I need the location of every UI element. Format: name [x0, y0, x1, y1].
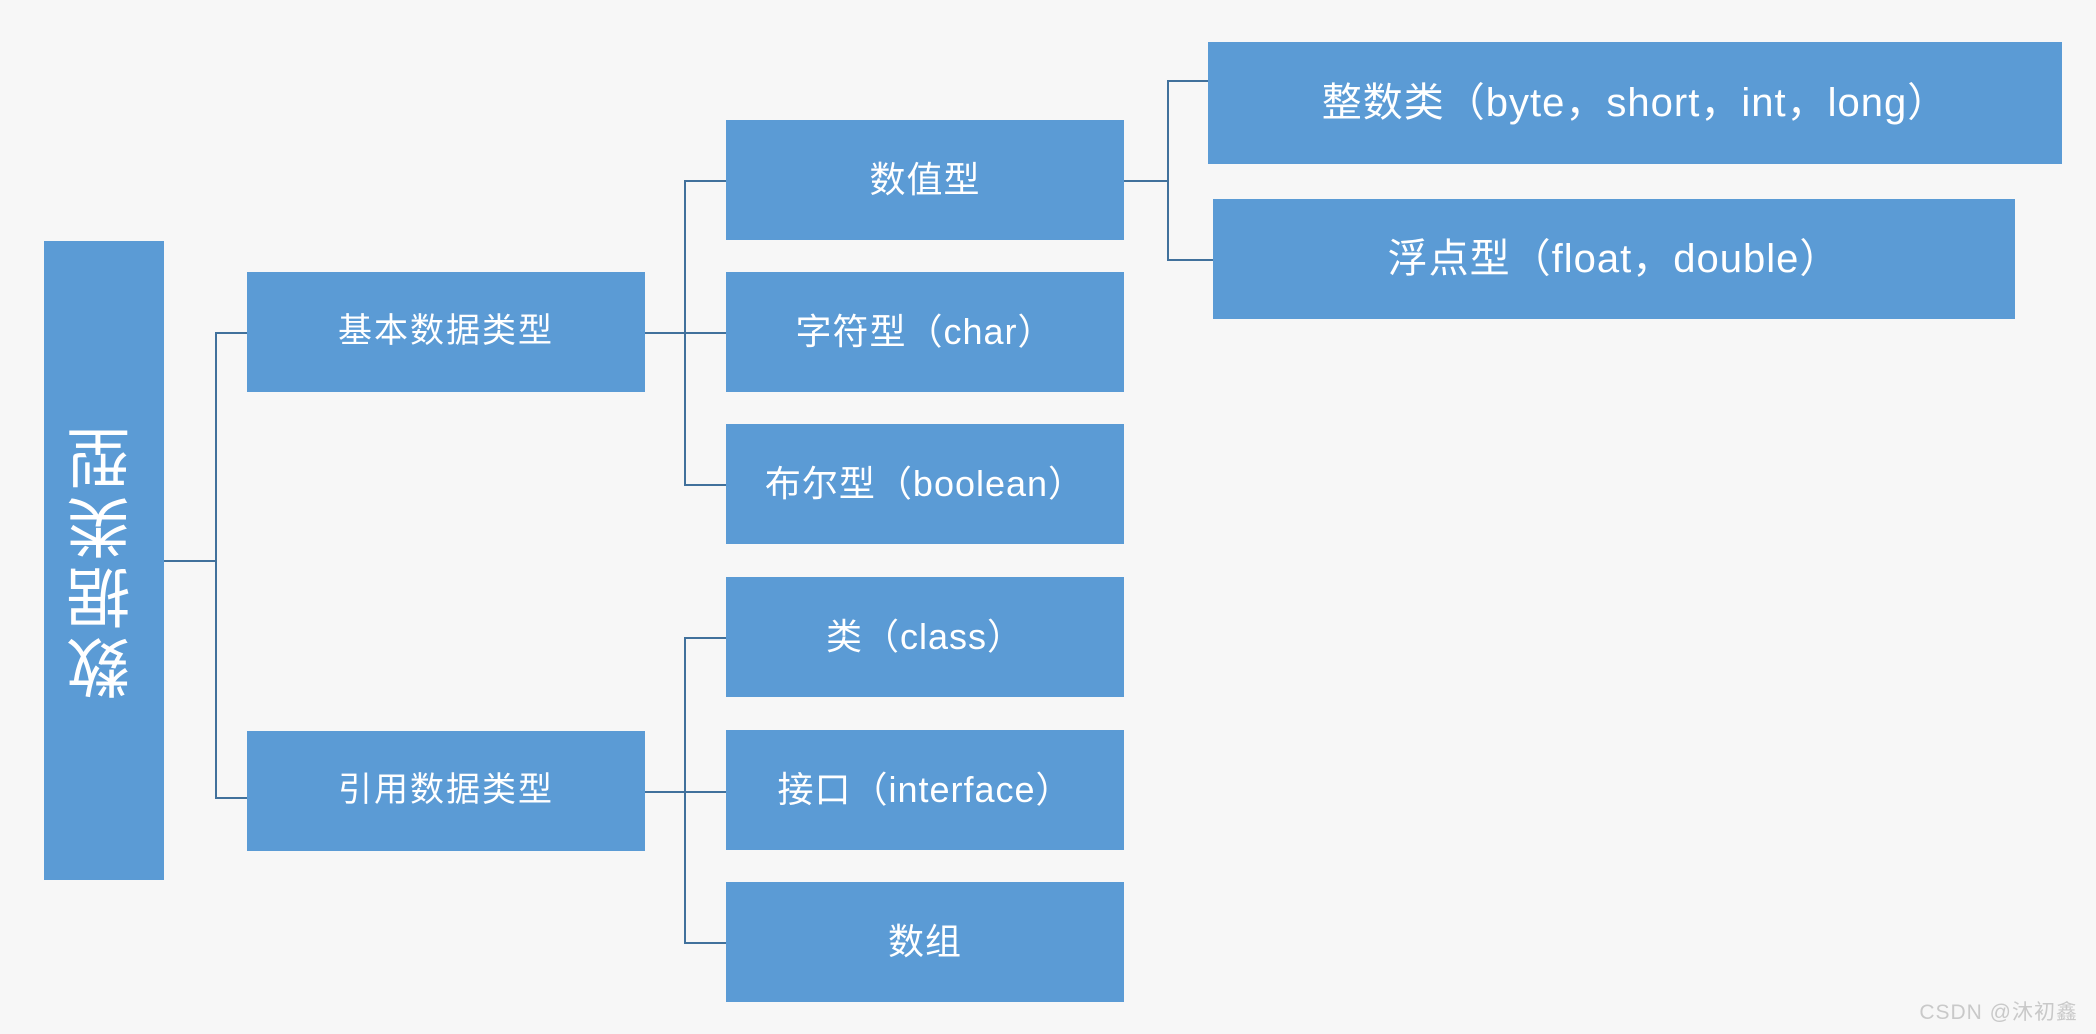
- connector-root-to-reference: [215, 797, 249, 799]
- node-char-type[interactable]: 字符型（char）: [726, 272, 1124, 392]
- connector-numeric-trunk: [1167, 80, 1169, 261]
- connector-numeric-stub: [1124, 180, 1168, 182]
- connector-reference-to-interface: [684, 791, 728, 793]
- node-class-type[interactable]: 类（class）: [726, 577, 1124, 697]
- node-root-data-type[interactable]: 数据类型: [44, 241, 164, 880]
- connector-basic-to-char: [684, 332, 728, 334]
- connector-basic-stub: [645, 332, 685, 334]
- connector-reference-to-array: [684, 942, 728, 944]
- connector-numeric-to-integer: [1167, 80, 1211, 82]
- node-integer-types[interactable]: 整数类（byte，short，int，long）: [1208, 42, 2062, 164]
- connector-basic-to-boolean: [684, 484, 728, 486]
- connector-reference-stub: [645, 791, 685, 793]
- connector-root-to-basic: [215, 332, 249, 334]
- node-primitive-data-type[interactable]: 基本数据类型: [247, 272, 645, 392]
- connector-root-trunk: [215, 332, 217, 798]
- watermark-label: CSDN @沐初鑫: [1919, 1001, 2078, 1024]
- connector-reference-trunk: [684, 637, 686, 943]
- node-numeric-type[interactable]: 数值型: [726, 120, 1124, 240]
- connector-numeric-to-float: [1167, 259, 1215, 261]
- node-reference-data-type[interactable]: 引用数据类型: [247, 731, 645, 851]
- connector-root-stub: [164, 560, 216, 562]
- connector-reference-to-class: [684, 637, 728, 639]
- node-floating-point-types[interactable]: 浮点型（float，double）: [1213, 199, 2015, 319]
- node-array-type[interactable]: 数组: [726, 882, 1124, 1002]
- connector-basic-to-numeric: [684, 180, 728, 182]
- node-boolean-type[interactable]: 布尔型（boolean）: [726, 424, 1124, 544]
- node-interface-type[interactable]: 接口（interface）: [726, 730, 1124, 850]
